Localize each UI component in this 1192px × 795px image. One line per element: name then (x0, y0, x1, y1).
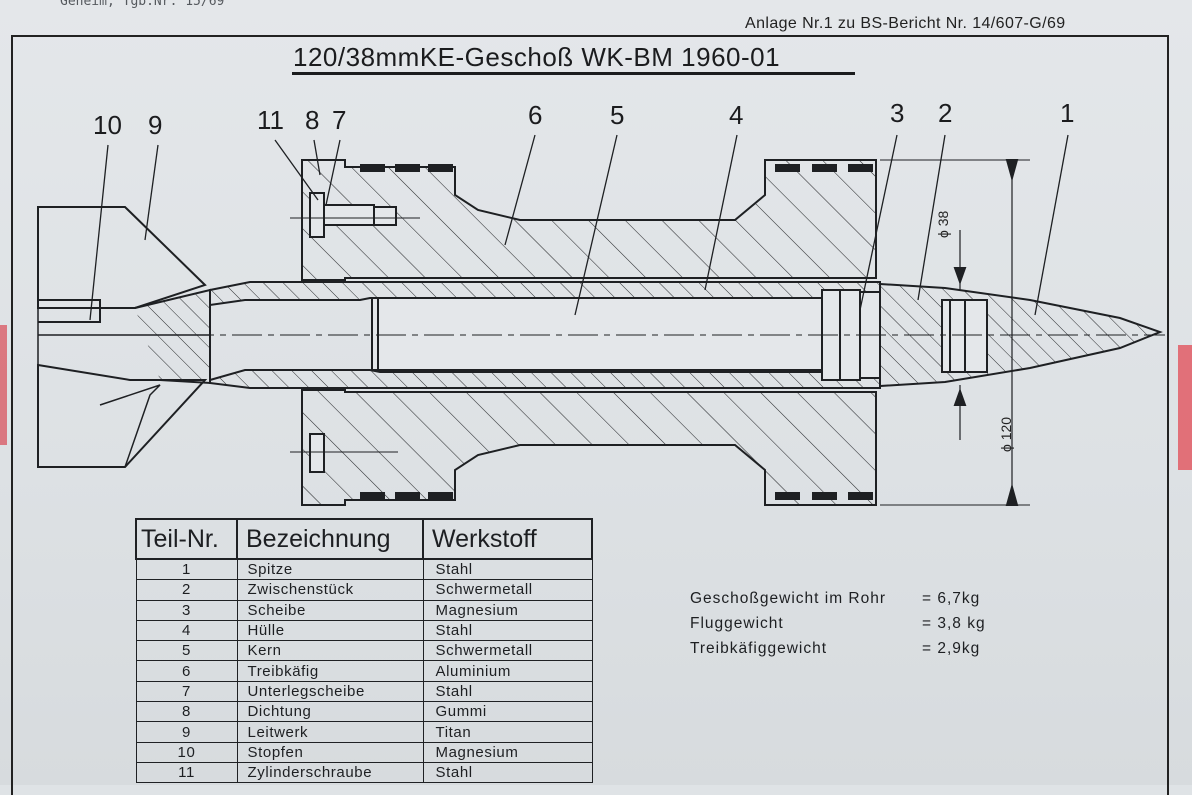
drawing-frame (11, 35, 1169, 795)
sleeve-lower (209, 369, 881, 389)
cell-material: Gummi (422, 701, 593, 723)
cell-material: Stahl (422, 680, 593, 703)
cell-material: Stahl (422, 558, 593, 581)
fin-lower (37, 363, 208, 468)
title-underline (292, 72, 855, 75)
col-header-designation: Bezeichnung (236, 518, 424, 560)
cell-material: Titan (422, 721, 593, 743)
cell-designation: Stopfen (236, 741, 424, 763)
col-header-material: Werkstoff (422, 518, 593, 560)
red-stamp-left (0, 325, 7, 445)
weight-label: Geschoßgewicht im Rohr (690, 590, 887, 607)
cell-part-no: 9 (135, 721, 238, 743)
callout-2: 2 (938, 98, 953, 128)
inner-diameter-label: ϕ 38 (935, 210, 951, 238)
cell-part-no: 3 (135, 599, 238, 621)
cell-designation: Dichtung (236, 701, 424, 723)
callout-11: 11 (257, 105, 284, 135)
callout-10: 10 (93, 110, 122, 140)
outer-diameter-label: ϕ 120 (998, 416, 1014, 452)
weight-value: = 2,9kg (922, 640, 981, 657)
callout-3: 3 (890, 98, 905, 128)
weight-label: Treibkäfiggewicht (690, 640, 828, 657)
cell-designation: Unterlegscheibe (236, 680, 424, 703)
weight-value: = 6,7kg (922, 590, 981, 607)
cell-material: Schwermetall (422, 579, 593, 601)
callout-7: 7 (332, 105, 347, 135)
cell-part-no: 1 (135, 558, 238, 581)
weight-label: Fluggewicht (690, 615, 784, 632)
cell-designation: Scheibe (236, 599, 424, 621)
callout-8: 8 (305, 105, 320, 135)
cell-part-no: 8 (135, 701, 238, 723)
cell-designation: Zylinderschraube (236, 761, 424, 784)
core (371, 297, 823, 371)
cell-material: Schwermetall (422, 640, 593, 662)
cell-part-no: 11 (135, 761, 238, 784)
col-header-part-no: Teil-Nr. (135, 518, 238, 560)
cell-part-no: 5 (135, 640, 238, 662)
cell-designation: Hülle (236, 619, 424, 642)
cell-designation: Leitwerk (236, 721, 424, 743)
cell-part-no: 2 (135, 579, 238, 601)
callout-1: 1 (1060, 98, 1075, 128)
cell-designation: Spitze (236, 558, 424, 581)
classification-header: Geheim, Tgb.Nr. 15/69 (60, 0, 225, 9)
callout-5: 5 (610, 100, 625, 130)
sabot-lower (301, 389, 877, 506)
cell-designation: Treibkäfig (236, 660, 424, 682)
callout-6: 6 (528, 100, 543, 130)
parts-table-header: Teil-Nr. Bezeichnung Werkstoff (135, 518, 593, 560)
cell-material: Stahl (422, 761, 593, 784)
cell-material: Magnesium (422, 741, 593, 763)
cell-part-no: 4 (135, 619, 238, 642)
cell-designation: Kern (236, 640, 424, 662)
annex-reference: Anlage Nr.1 zu BS-Bericht Nr. 14/607-G/6… (745, 15, 1066, 32)
drawing-title: 120/38mmKE-Geschoß WK-BM 1960-01 (293, 42, 781, 72)
callout-4: 4 (729, 100, 744, 130)
callout-9: 9 (148, 110, 163, 140)
cell-part-no: 6 (135, 660, 238, 682)
red-stamp-right (1178, 345, 1192, 470)
cell-part-no: 10 (135, 741, 238, 763)
cell-material: Aluminium (422, 660, 593, 682)
weight-value: = 3,8 kg (922, 615, 986, 632)
cell-designation: Zwischenstück (236, 579, 424, 601)
cell-material: Magnesium (422, 599, 593, 621)
cell-material: Stahl (422, 619, 593, 642)
fin-upper (37, 206, 207, 309)
cell-part-no: 7 (135, 680, 238, 703)
